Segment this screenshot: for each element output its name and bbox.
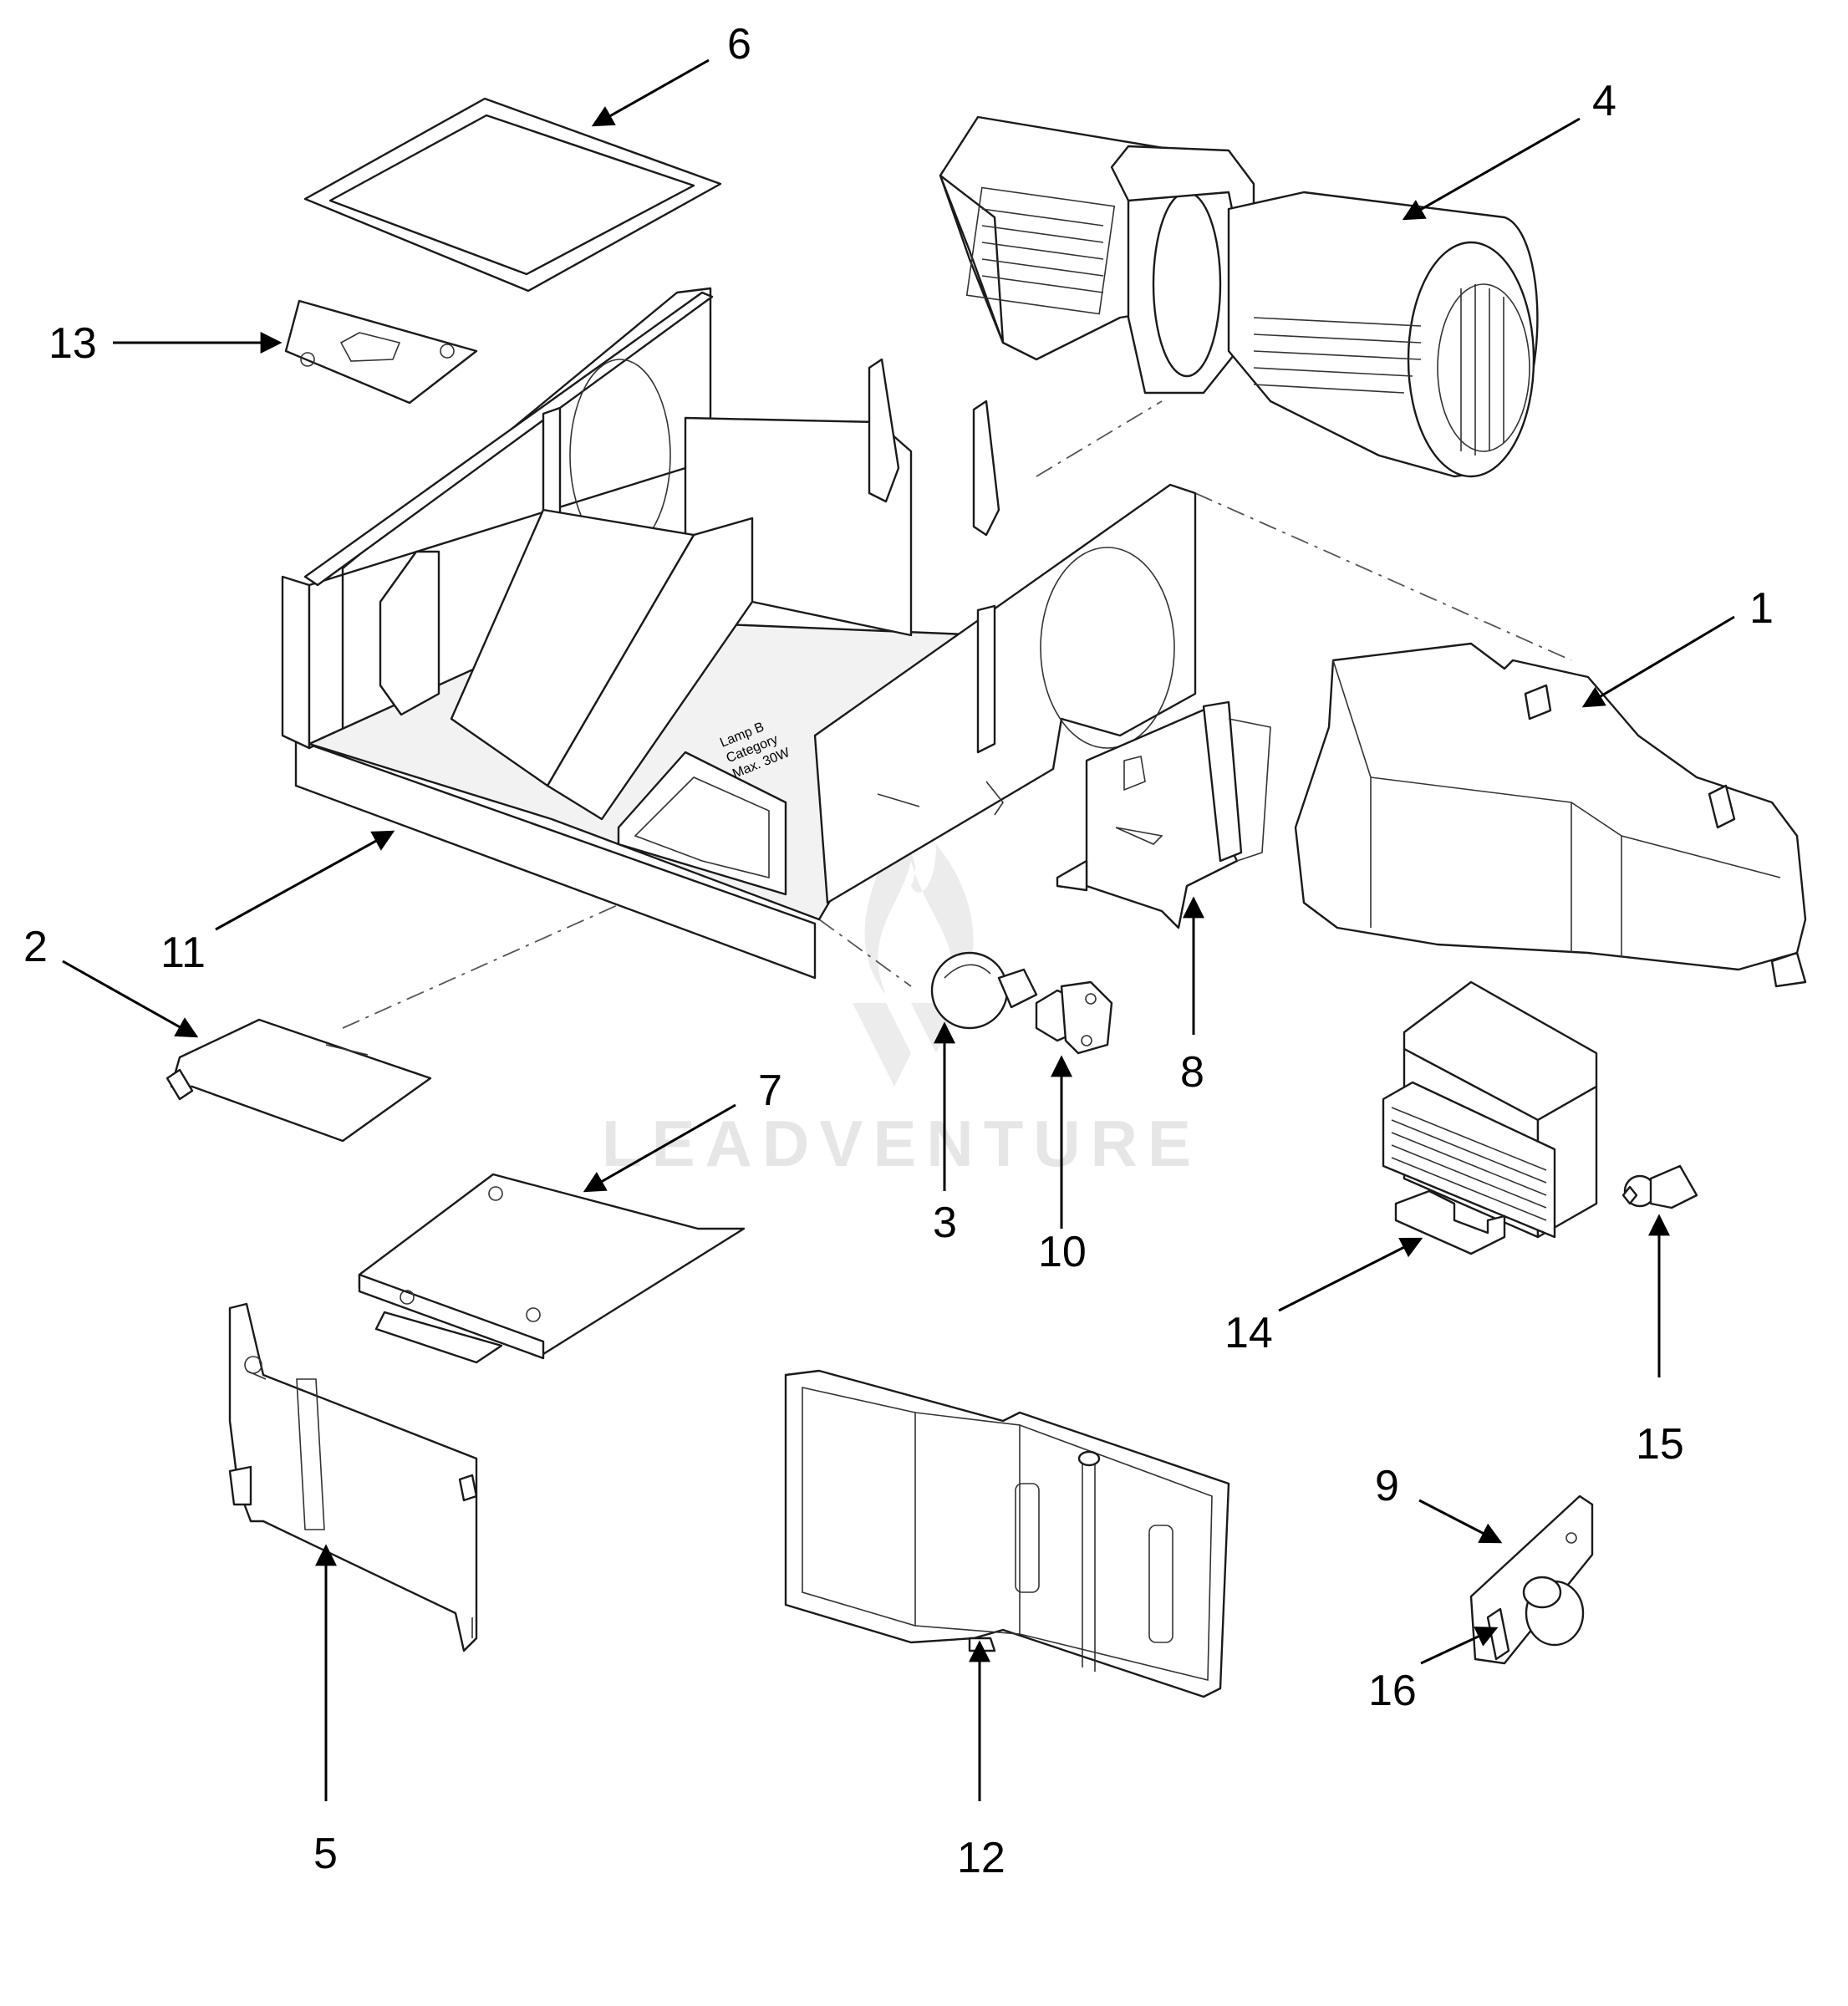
leader-arrows <box>62 59 1735 1801</box>
callout-2: 2 <box>23 923 48 971</box>
watermark-text: LEADVENTURE <box>602 1107 1201 1180</box>
callout-12: 12 <box>957 1834 1005 1882</box>
arrow-6 <box>591 59 710 127</box>
callout-7: 7 <box>758 1067 782 1115</box>
callout-1: 1 <box>1749 584 1774 633</box>
part-14-transformer <box>1382 980 1598 1255</box>
arrow-11 <box>215 830 395 931</box>
callout-3: 3 <box>933 1199 957 1247</box>
callout-15: 15 <box>1636 1420 1684 1469</box>
part-3-lamp-bulb <box>930 951 1038 1030</box>
part-15-thermostat <box>1621 1164 1698 1209</box>
callout-14: 14 <box>1224 1309 1273 1357</box>
arrow-2 <box>62 960 199 1038</box>
part-13-gasket-plate <box>284 299 478 405</box>
callout-6: 6 <box>727 20 751 69</box>
callout-9: 9 <box>1375 1462 1399 1510</box>
callout-8: 8 <box>1180 1048 1204 1097</box>
callout-5: 5 <box>313 1830 338 1878</box>
arrow-1 <box>1581 615 1735 708</box>
callout-4: 4 <box>1592 77 1616 125</box>
arrow-7 <box>583 1103 736 1193</box>
part-4-blower-motor <box>939 115 1539 478</box>
arrow-14 <box>1278 1237 1423 1312</box>
callout-labels: 6 4 13 1 11 2 8 3 10 7 14 15 9 16 5 12 <box>23 20 1774 1882</box>
arrow-4 <box>1402 117 1581 221</box>
callout-10: 10 <box>1038 1228 1087 1276</box>
callout-11: 11 <box>160 929 206 977</box>
callout-16: 16 <box>1368 1667 1417 1715</box>
part-1-exhaust-duct <box>1294 642 1807 988</box>
callout-13: 13 <box>48 319 97 368</box>
assembly-guide-lines <box>342 400 1572 1029</box>
part-11-main-housing: Lamp B Category Max. 30W <box>281 287 1197 980</box>
arrow-16 <box>1420 1627 1499 1665</box>
part-6-filter-panel <box>303 97 722 293</box>
part-12-base-tray <box>784 1369 1230 1698</box>
part-16-knob <box>1486 1576 1585 1661</box>
part-8-mounting-bracket <box>1056 700 1271 929</box>
part-7-shield-plate <box>358 1173 746 1364</box>
part-2-cover-plate <box>165 1018 432 1143</box>
part-10-lamp-socket <box>1035 980 1113 1055</box>
part-5-side-frame <box>228 1302 478 1652</box>
arrow-9 <box>1418 1499 1503 1544</box>
